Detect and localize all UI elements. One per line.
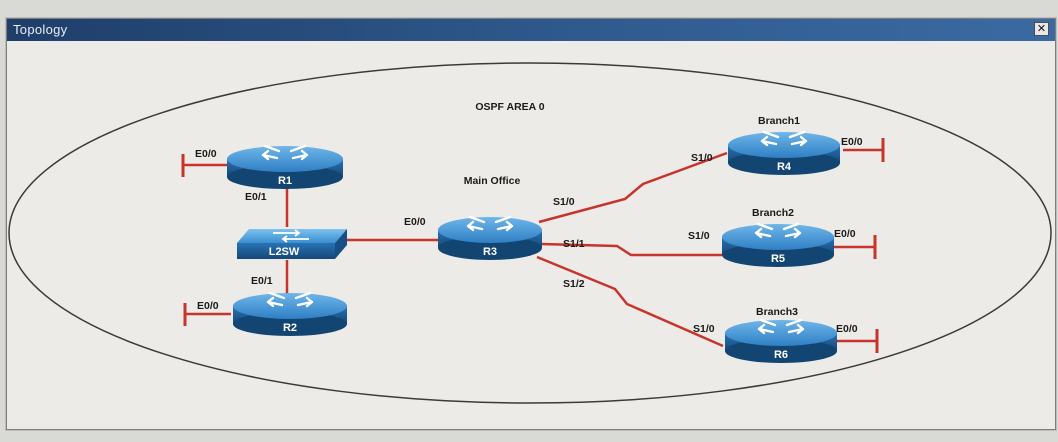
device-label: R6 (774, 349, 788, 361)
iface-r4-e00: E0/0 (841, 136, 863, 148)
link-r3-r4 (538, 151, 728, 224)
switch-icon (237, 229, 347, 259)
window-title: Topology (13, 22, 68, 37)
switch-l2sw[interactable]: L2SW (237, 229, 347, 259)
router-icon (227, 144, 343, 189)
iface-r1-e00: E0/0 (195, 148, 217, 160)
area-label: OSPF AREA 0 (475, 101, 544, 113)
router-r5[interactable]: R5 (722, 222, 834, 267)
iface-r5-e00: E0/0 (834, 228, 856, 240)
iface-r3-s12: S1/2 (563, 278, 585, 290)
site-label-branch2: Branch2 (752, 207, 794, 219)
iface-r2-e00: E0/0 (197, 300, 219, 312)
iface-r6-e00: E0/0 (836, 323, 858, 335)
site-label-branch3: Branch3 (756, 306, 798, 318)
router-icon (722, 222, 834, 267)
device-label: R1 (278, 175, 292, 187)
close-icon[interactable]: ✕ (1034, 22, 1049, 36)
topology-canvas: OSPF AREA 0 (7, 41, 1055, 429)
iface-r6-s10: S1/0 (693, 323, 715, 335)
device-label: R3 (483, 246, 497, 258)
links (181, 138, 885, 353)
router-icon (233, 291, 347, 336)
iface-r2-e01: E0/1 (251, 275, 273, 287)
iface-r1-e01: E0/1 (245, 191, 267, 203)
link-r3-r6 (536, 255, 724, 348)
iface-r5-s10: S1/0 (688, 230, 710, 242)
window-titlebar: Topology ✕ (7, 19, 1055, 41)
iface-r3-e00: E0/0 (404, 216, 426, 228)
topology-diagram: OSPF AREA 0 (8, 62, 1052, 404)
router-r2[interactable]: R2 (233, 291, 347, 336)
device-label: R2 (283, 322, 297, 334)
router-r6[interactable]: R6 (725, 318, 837, 363)
iface-r4-s10: S1/0 (691, 152, 713, 164)
link-r3-r5 (540, 242, 722, 257)
router-icon (438, 215, 542, 260)
iface-r3-s11: S1/1 (563, 238, 585, 250)
device-label: L2SW (269, 246, 300, 258)
device-label: R4 (777, 161, 792, 173)
router-icon (725, 318, 837, 363)
site-label-main-office: Main Office (464, 175, 521, 187)
router-r3[interactable]: R3 (438, 215, 542, 260)
ospf-area-boundary (8, 62, 1052, 404)
router-icon (728, 130, 840, 175)
device-label: R5 (771, 253, 785, 265)
site-label-branch1: Branch1 (758, 115, 800, 127)
router-r4[interactable]: R4 (728, 130, 840, 175)
router-r1[interactable]: R1 (227, 144, 343, 189)
iface-r3-s10: S1/0 (553, 196, 575, 208)
topology-window: Topology ✕ (6, 18, 1056, 430)
